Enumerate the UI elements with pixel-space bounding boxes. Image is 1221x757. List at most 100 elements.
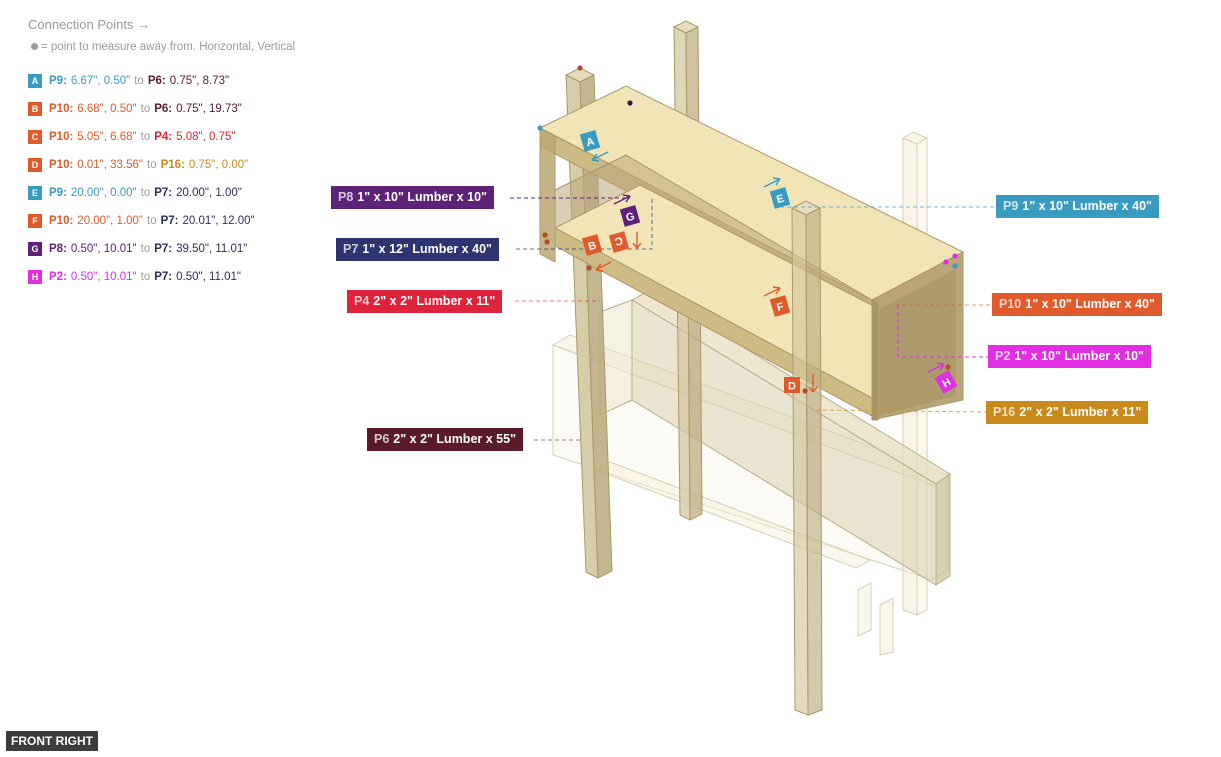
panel-legend: = point to measure away from. Horizontal… <box>28 41 348 53</box>
marker-e[interactable]: E <box>769 187 791 209</box>
part-tag-label: 1" x 10" Lumber x 10" <box>1014 349 1144 363</box>
connection-badge: G <box>28 242 42 256</box>
marker-a-label: A <box>585 136 596 150</box>
marker-a[interactable]: A <box>579 130 601 152</box>
point-h-1 <box>943 259 949 265</box>
connection-from-coords: 6.67", 0.50" <box>70 75 131 87</box>
connection-badge: F <box>28 214 42 228</box>
marker-c-bg <box>608 231 630 253</box>
part-tag-label: 2" x 2" Lumber x 55" <box>393 432 516 446</box>
part-tag-id: P2 <box>995 349 1011 363</box>
marker-b-label: B <box>587 240 598 254</box>
connection-to-coords: 0.50", 11.01" <box>176 271 241 283</box>
connection-to-coords: 0.75", 8.73" <box>169 75 230 87</box>
marker-c-label: C <box>613 234 624 248</box>
part-tag-id: P8 <box>338 190 354 204</box>
connection-badge: C <box>28 130 42 144</box>
marker-g-label: G <box>625 210 637 224</box>
part-tag-label: 1" x 10" Lumber x 40" <box>1025 297 1155 311</box>
part-tag-label: 1" x 10" Lumber x 40" <box>1022 199 1152 213</box>
connection-from-id: P10: <box>49 131 74 143</box>
marker-d-label: D <box>788 381 796 393</box>
connection-to-coords: 0.75", 19.73" <box>176 103 242 115</box>
marker-f[interactable]: F <box>769 295 791 317</box>
connection-points <box>537 65 958 394</box>
connection-from-id: P10: <box>49 215 74 227</box>
connection-to-word: to <box>140 187 151 199</box>
marker-f-bg <box>769 295 791 317</box>
marker-h-bg <box>934 370 958 394</box>
part-tag-id: P4 <box>354 294 370 308</box>
connection-to-id: P16: <box>160 159 185 171</box>
marker-g[interactable]: G <box>619 205 641 227</box>
marker-c[interactable]: C <box>608 231 630 253</box>
panel-title[interactable]: Connection Points → <box>28 17 151 32</box>
leader-lines <box>510 197 996 441</box>
point-e-end <box>952 263 958 269</box>
marker-g-bg <box>619 205 641 227</box>
part-tag-id: P6 <box>374 432 390 446</box>
marker-f-label: F <box>776 301 786 314</box>
part-tag-id: P10 <box>999 297 1022 311</box>
point-b-1 <box>542 232 548 238</box>
part-tag-label: 1" x 12" Lumber x 40" <box>362 242 492 256</box>
connection-to-coords: 20.00", 1.00" <box>176 187 242 199</box>
part-tag-label: 2" x 2" Lumber x 11" <box>373 294 496 308</box>
point-a-top <box>577 65 583 71</box>
connection-to-coords: 0.75", 0.00" <box>188 159 249 171</box>
connection-to-id: P6: <box>147 75 166 87</box>
connection-from-id: P9: <box>49 187 67 199</box>
connection-to-word: to <box>134 75 144 87</box>
connection-to-word: to <box>140 103 151 115</box>
connection-to-id: P7: <box>154 271 173 283</box>
connection-to-word: to <box>140 243 151 255</box>
connection-to-coords: 20.01", 12.00" <box>182 215 255 227</box>
marker-a-bg <box>579 130 601 152</box>
connection-to-word: to <box>147 215 157 227</box>
connection-to-coords: 5.08", 0.75" <box>176 131 236 143</box>
connection-from-id: P8: <box>49 243 67 255</box>
connection-to-coords: 39.50", 11.01" <box>176 243 248 255</box>
connection-from-coords: 20.00", 1.00" <box>77 215 144 227</box>
view-label[interactable]: FRONT RIGHT <box>6 731 98 751</box>
connection-from-coords: 0.50", 10.01" <box>70 243 137 255</box>
connection-points-panel: Connection Points → = point to measure a… <box>28 17 348 291</box>
panel-legend-text: = point to measure away from. Horizontal… <box>41 41 296 53</box>
part-tag-id: P9 <box>1003 199 1019 213</box>
marker-d[interactable]: D <box>784 377 800 393</box>
part-tag-label: 1" x 10" Lumber x 10" <box>357 190 487 204</box>
connection-to-id: P7: <box>154 243 173 255</box>
connection-badge: B <box>28 102 42 116</box>
connection-to-id: P7: <box>154 187 173 199</box>
connection-badge: E <box>28 186 42 200</box>
marker-d-bg <box>784 377 800 393</box>
connection-from-id: P10: <box>49 159 74 171</box>
connection-from-id: P9: <box>49 75 67 87</box>
marker-h[interactable]: H <box>934 370 958 394</box>
marker-b[interactable]: B <box>581 234 603 256</box>
point-d <box>802 388 808 394</box>
connection-from-coords: 6.68", 0.50" <box>77 103 137 115</box>
point-top-inner <box>627 100 633 106</box>
part-tag-id: P16 <box>993 405 1016 419</box>
point-h-2 <box>952 253 958 259</box>
connection-to-id: P4: <box>154 131 173 143</box>
